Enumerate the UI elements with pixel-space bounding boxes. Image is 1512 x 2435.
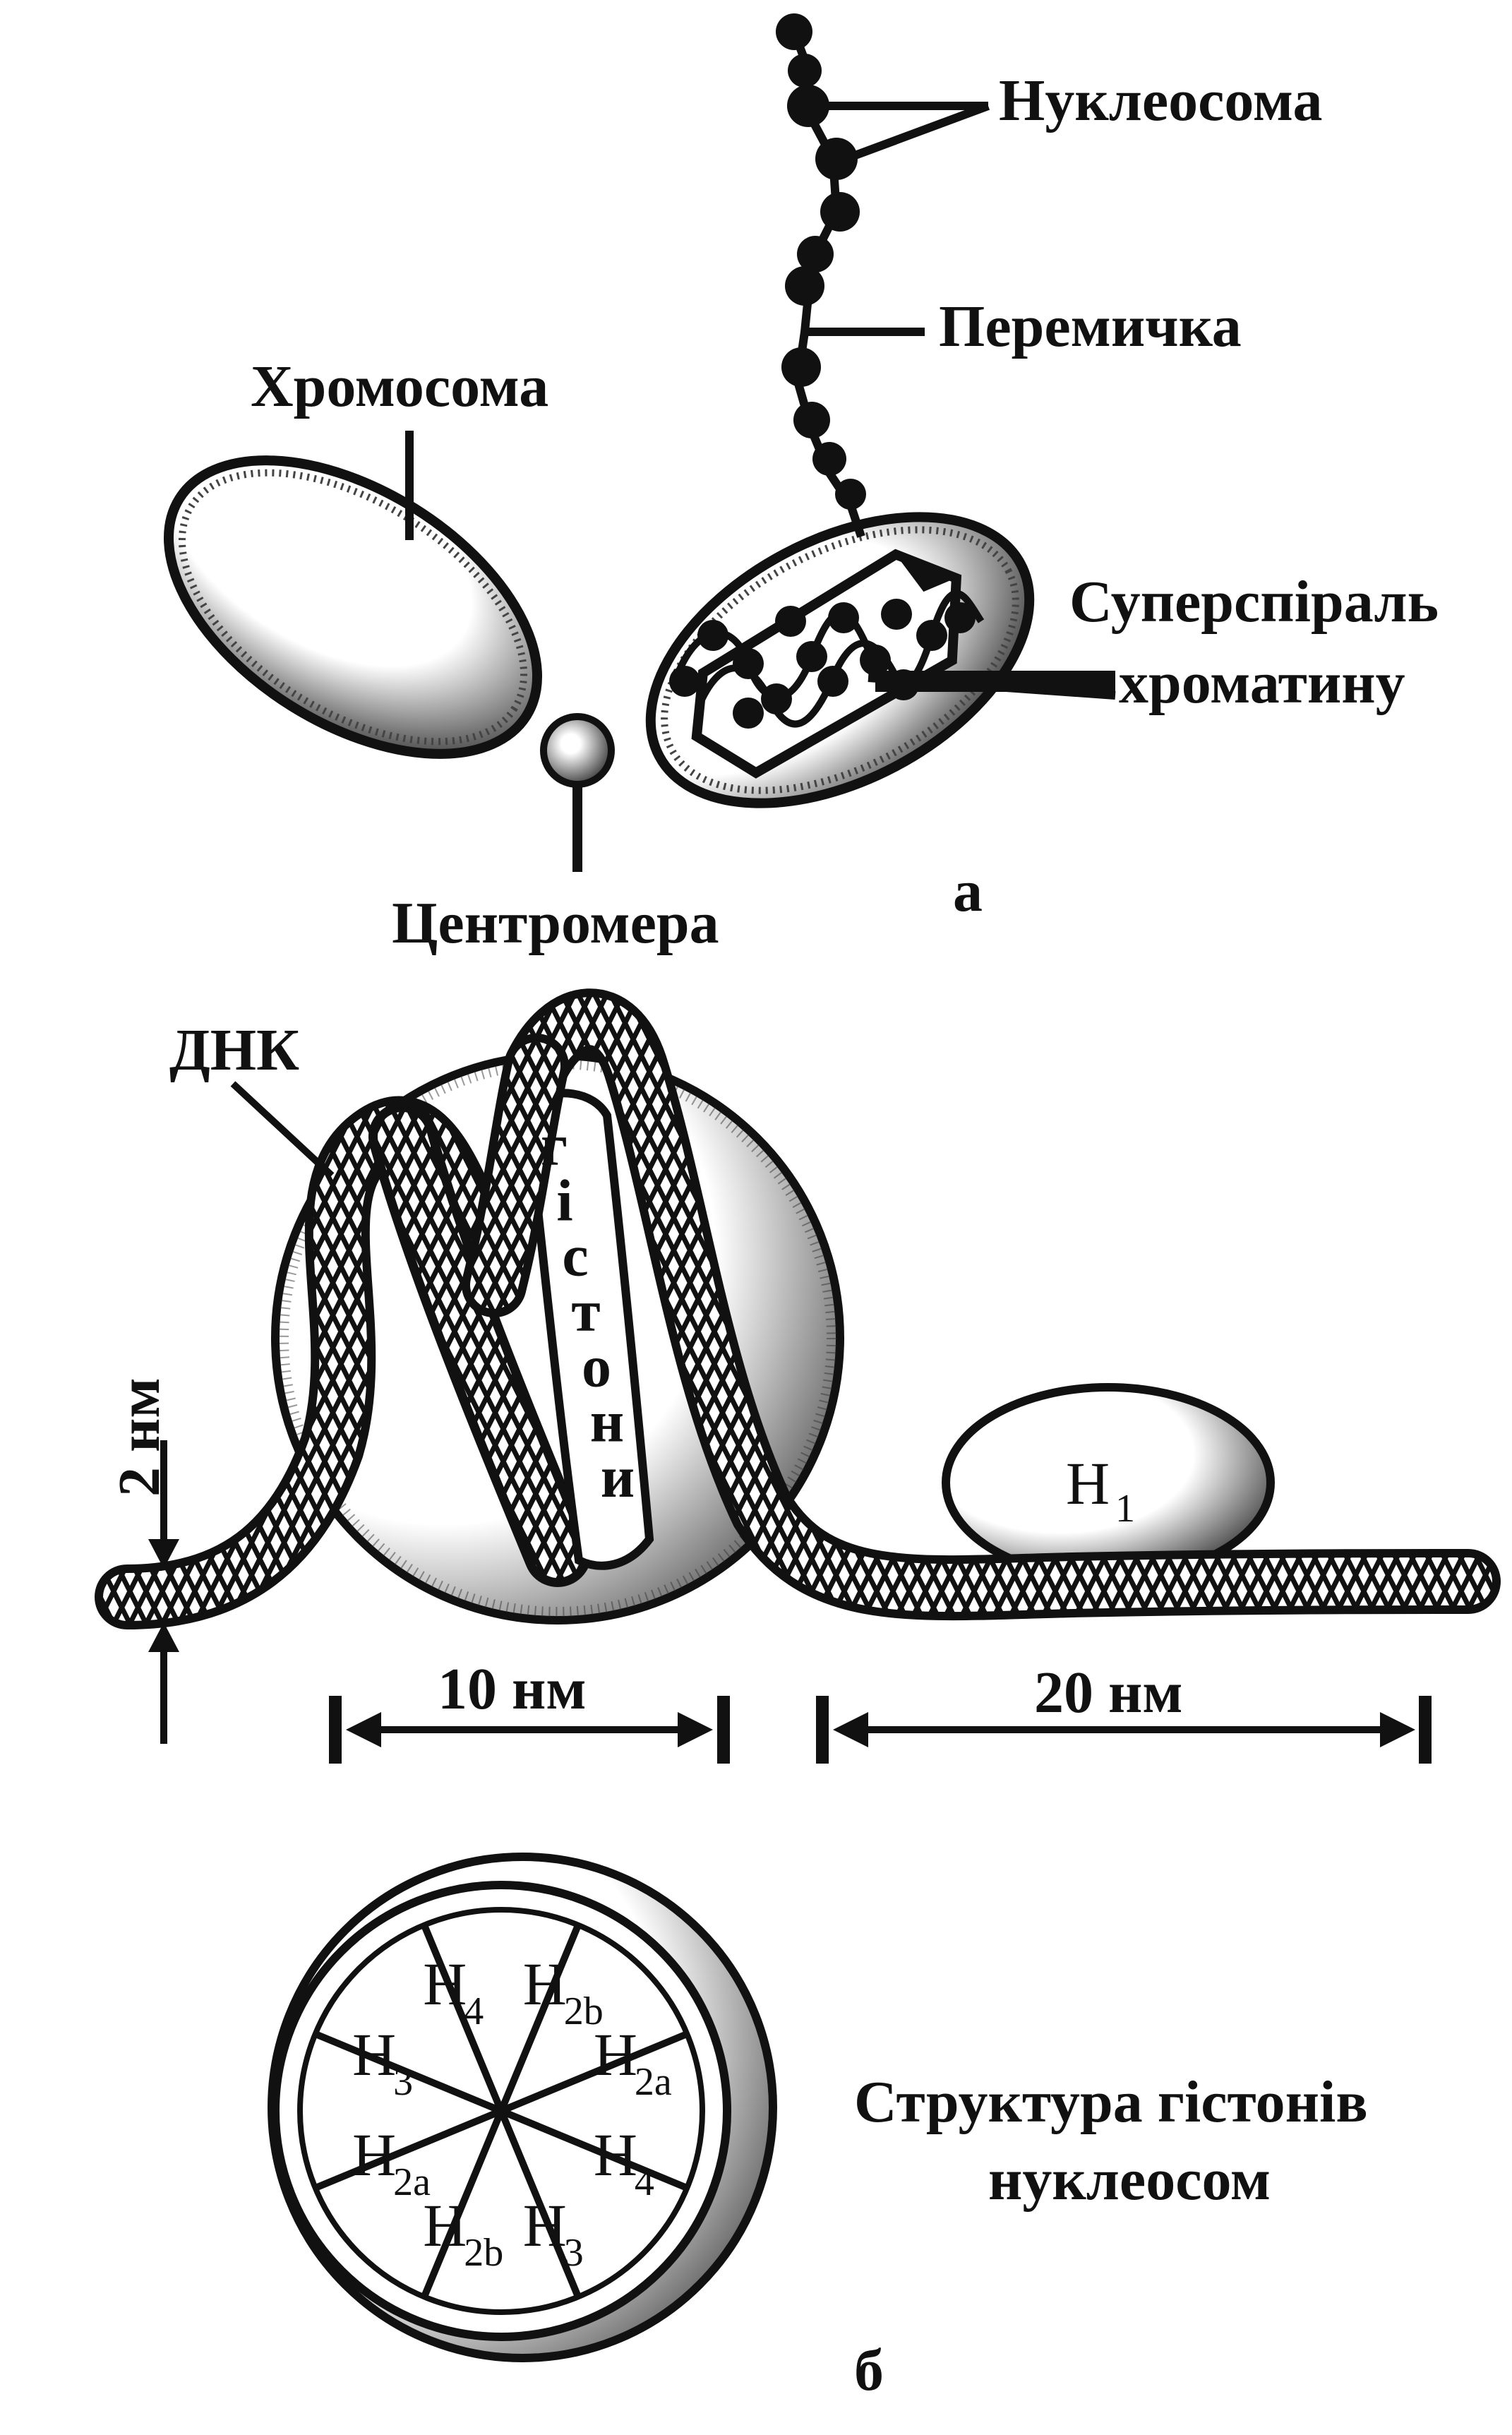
chromosome-left-arm: [163, 455, 543, 759]
histone-h1: H 1: [942, 1383, 1275, 1582]
nucleosome-chain: [776, 13, 866, 538]
dimension-10nm: 10 нм: [329, 1656, 730, 1764]
caption-line1: Структура гістонів: [854, 2069, 1368, 2135]
histone-sector-label: H4: [594, 2121, 654, 2204]
caption-line2: нуклеосом: [988, 2147, 1271, 2213]
label-thickness: 2 нм: [107, 1377, 172, 1497]
histone-sector-main: H: [423, 1950, 467, 2018]
histone-sector-sub: 2b: [564, 1990, 604, 2033]
label-supercoil-line1: Суперспіраль: [1069, 569, 1439, 635]
histone-sector-main: H: [352, 2021, 396, 2088]
label-linker: Перемичка: [939, 294, 1242, 359]
label-chromosome: Хромосома: [251, 354, 548, 419]
label-width-linker: 20 нм: [1034, 1660, 1183, 1725]
panel-letter-b: б: [854, 2338, 884, 2403]
thickness-marker: 2 нм: [107, 1377, 179, 1744]
panel-letter-a: а: [953, 858, 983, 924]
histone-sector-sub: 3: [393, 2060, 413, 2104]
label-width-core: 10 нм: [438, 1656, 587, 1722]
histone-sector-main: H: [352, 2121, 396, 2189]
histone-sector-sub: 3: [564, 2231, 584, 2275]
histone-sector-main: H: [594, 2021, 637, 2088]
histone-sector-sub: 2b: [464, 2231, 503, 2275]
histone-sector-main: H: [594, 2121, 637, 2189]
histone-sector-label: H2b: [523, 1950, 604, 2033]
histone-sector-label: H3: [523, 2191, 584, 2275]
dna-strand: [95, 988, 1501, 1629]
histones-letter: т: [571, 1279, 600, 1344]
histones-letter: с: [562, 1224, 588, 1289]
octamer-divider: [313, 2030, 689, 2191]
histone-sector-main: H: [523, 2191, 567, 2259]
centromere: [540, 713, 615, 872]
dimension-20nm: 20 нм: [816, 1660, 1432, 1764]
histones-letter: н: [590, 1389, 624, 1455]
histone-sector-label: H2a: [594, 2021, 672, 2104]
histone-sector-sub: 4: [464, 1990, 484, 2033]
histones-letter: і: [556, 1168, 572, 1233]
supercoil-beads: [669, 590, 985, 729]
histone-sector-sub: 2a: [393, 2160, 431, 2204]
label-supercoil-line2: хроматину: [1119, 650, 1405, 716]
panel-a: Нуклеосома Перемичка Хромосома Суперспір…: [163, 13, 1439, 956]
histones-letter: и: [601, 1444, 635, 1510]
label-centromere: Центромера: [392, 890, 719, 956]
h1-main: H: [1066, 1449, 1110, 1517]
histone-sector-label: H4: [423, 1950, 484, 2033]
histone-sector-main: H: [523, 1950, 567, 2018]
histone-sector-main: H: [423, 2191, 467, 2259]
label-dna: ДНК: [169, 1017, 299, 1083]
histone-sector-sub: 2a: [635, 2060, 672, 2104]
histones-letter: г: [541, 1113, 568, 1178]
histone-sector-sub: 4: [635, 2160, 654, 2204]
histone-sector-label: H3: [352, 2021, 413, 2104]
histone-sector-label: H2b: [423, 2191, 503, 2275]
histone-sector-label: H2a: [352, 2121, 431, 2204]
label-nucleosome: Нуклеосома: [999, 68, 1322, 133]
h1-sub: 1: [1115, 1487, 1135, 1531]
histones-letter: о: [582, 1334, 611, 1399]
